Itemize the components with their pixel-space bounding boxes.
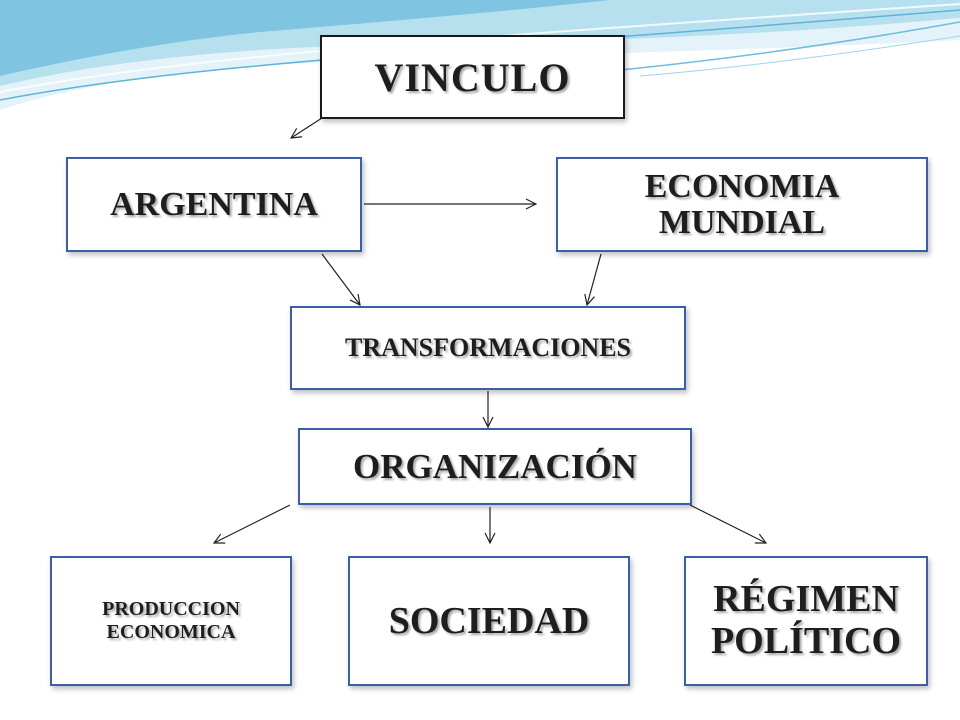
node-organizacion-label: ORGANIZACIÓN — [353, 446, 637, 486]
node-economia-line-1: ECONOMIA — [644, 167, 840, 205]
node-regimen-line-1: RÉGIMEN — [713, 578, 899, 621]
node-economia-line-2: MUNDIAL — [658, 203, 826, 241]
node-economia-mundial: ECONOMIA MUNDIAL — [556, 157, 928, 252]
node-produccion-economica: PRODUCCION ECONOMICA — [50, 556, 292, 686]
node-vinculo: VINCULO — [320, 35, 625, 119]
swoosh-dark — [0, 0, 610, 76]
node-organizacion: ORGANIZACIÓN — [298, 428, 692, 505]
node-argentina: ARGENTINA — [66, 157, 362, 252]
swoosh-line-3 — [619, 21, 960, 71]
node-produccion-line-2: ECONOMICA — [106, 621, 236, 643]
node-vinculo-label: VINCULO — [374, 54, 571, 100]
node-regimen-line-2: POLÍTICO — [710, 620, 902, 662]
node-produccion-line-1: PRODUCCION — [102, 598, 240, 620]
node-sociedad: SOCIEDAD — [348, 556, 630, 686]
swoosh-line-4 — [639, 35, 960, 77]
node-sociedad-label: SOCIEDAD — [388, 600, 590, 642]
node-regimen-politico: RÉGIMEN POLÍTICO — [684, 556, 928, 686]
node-transformaciones: TRANSFORMACIONES — [290, 306, 686, 390]
node-transformaciones-label: TRANSFORMACIONES — [344, 333, 632, 362]
node-argentina-label: ARGENTINA — [110, 185, 318, 223]
